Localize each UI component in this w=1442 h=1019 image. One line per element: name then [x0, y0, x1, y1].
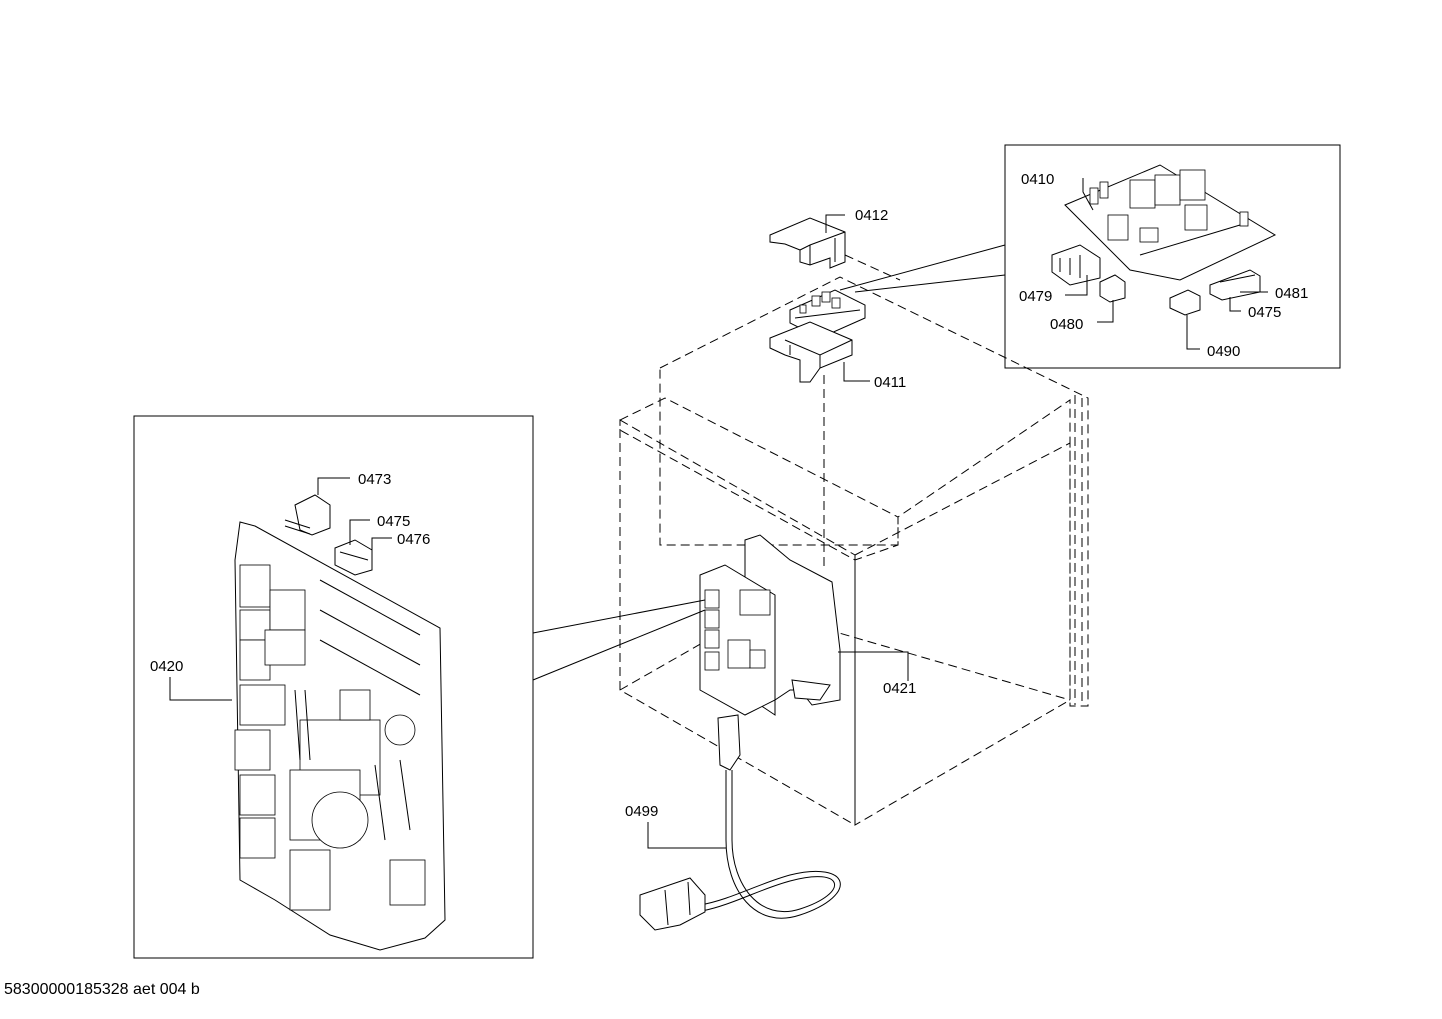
detail-inset-top-right: [1004, 144, 1341, 369]
part-0481-0475-connector: [1209, 269, 1261, 301]
part-0420-detail-board: [234, 521, 446, 951]
part-0410-detail-board: [1064, 164, 1277, 281]
label-0420: 0420: [150, 658, 183, 675]
label-0411: 0411: [874, 374, 906, 391]
oven-housing-outline: [619, 254, 1089, 826]
label-0412: 0412: [855, 207, 888, 224]
label-0490: 0490: [1207, 343, 1240, 360]
label-0421: 0421: [883, 680, 916, 697]
part-0490-connector: [1169, 289, 1201, 316]
label-0481: 0481: [1275, 285, 1308, 302]
label-0410: 0410: [1021, 171, 1054, 188]
part-0473-connector: [284, 494, 331, 536]
part-0475-0476-connector: [334, 539, 373, 576]
part-0479-connector: [1051, 244, 1101, 286]
detail-inset-left: [133, 415, 534, 959]
label-0499: 0499: [625, 803, 658, 820]
part-0499-power-cable: [639, 714, 841, 931]
label-0480: 0480: [1050, 316, 1083, 333]
part-0480-connector: [1099, 274, 1126, 303]
leader-lines: [169, 178, 1268, 849]
drawing-reference-number: 58300000185328 aet 004 b: [4, 981, 200, 998]
part-0421-board-with-bracket: [699, 534, 841, 716]
label-0473: 0473: [358, 471, 391, 488]
label-0476: 0476: [397, 531, 430, 548]
label-0475-right: 0475: [1248, 304, 1281, 321]
part-0411-bracket: [769, 321, 853, 383]
label-0479: 0479: [1019, 288, 1052, 305]
part-labels: 0412 0410 0479 0480 0481 0475 0490 0411 …: [150, 171, 1308, 820]
part-0412-cover: [769, 217, 846, 269]
label-0475-left: 0475: [377, 513, 410, 530]
